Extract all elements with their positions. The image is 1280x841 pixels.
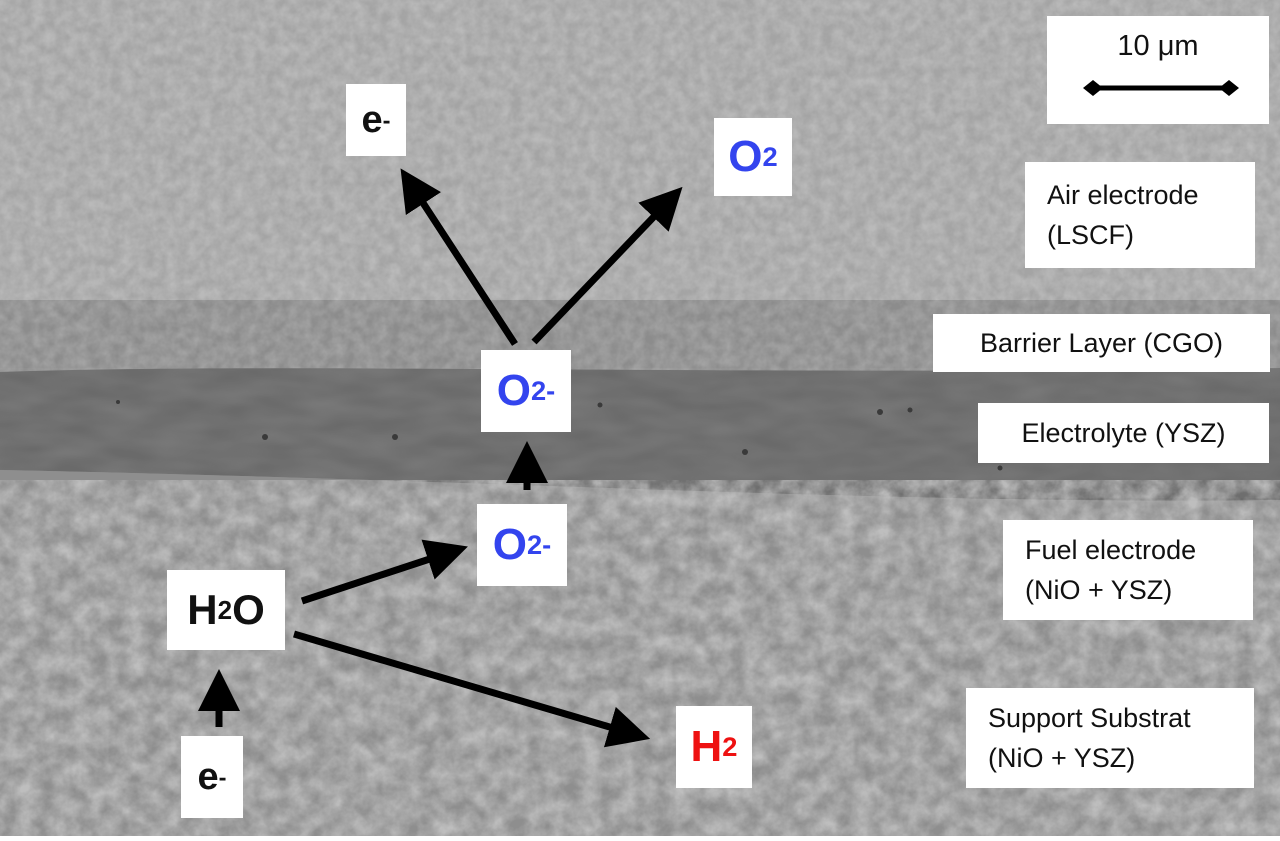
water-o-symbol: O	[232, 586, 265, 633]
electron-label-top: e-	[346, 84, 406, 156]
fuel-electrode-line1: Fuel electrode	[1025, 535, 1197, 565]
scale-bar-line	[1083, 80, 1239, 96]
support-substrat-line2: (NiO + YSZ)	[988, 743, 1136, 773]
electron-label-bottom: e-	[181, 736, 243, 818]
electrolyte-label: Electrolyte (YSZ)	[978, 403, 1269, 463]
support-substrat-line1: Support Substrat	[988, 703, 1191, 733]
oxygen-gas-symbol: O	[728, 132, 763, 181]
scale-bar: 10 μm	[1047, 16, 1269, 124]
electrolyte-text: Electrolyte (YSZ)	[1021, 417, 1226, 448]
electron-bottom-symbol: e	[197, 756, 219, 798]
air-electrode-label: Air electrode (LSCF)	[1025, 162, 1255, 268]
air-electrode-line1: Air electrode	[1047, 180, 1199, 210]
oxide-ion-fuel-symbol: O	[492, 520, 527, 569]
fuel-electrode-line2: (NiO + YSZ)	[1025, 575, 1173, 605]
fuel-electrode-label: Fuel electrode (NiO + YSZ)	[1003, 520, 1253, 620]
barrier-layer-text: Barrier Layer (CGO)	[979, 327, 1224, 358]
hydrogen-symbol: H	[690, 722, 723, 771]
scale-bar-label: 10 μm	[1117, 30, 1199, 62]
air-electrode-line2: (LSCF)	[1047, 220, 1134, 250]
support-substrat-label: Support Substrat (NiO + YSZ)	[966, 688, 1254, 788]
electron-top-symbol: e	[361, 99, 383, 141]
water-h-symbol: H	[187, 586, 218, 633]
barrier-layer-label: Barrier Layer (CGO)	[933, 314, 1270, 372]
oxide-ion-electrolyte-symbol: O	[496, 366, 531, 415]
